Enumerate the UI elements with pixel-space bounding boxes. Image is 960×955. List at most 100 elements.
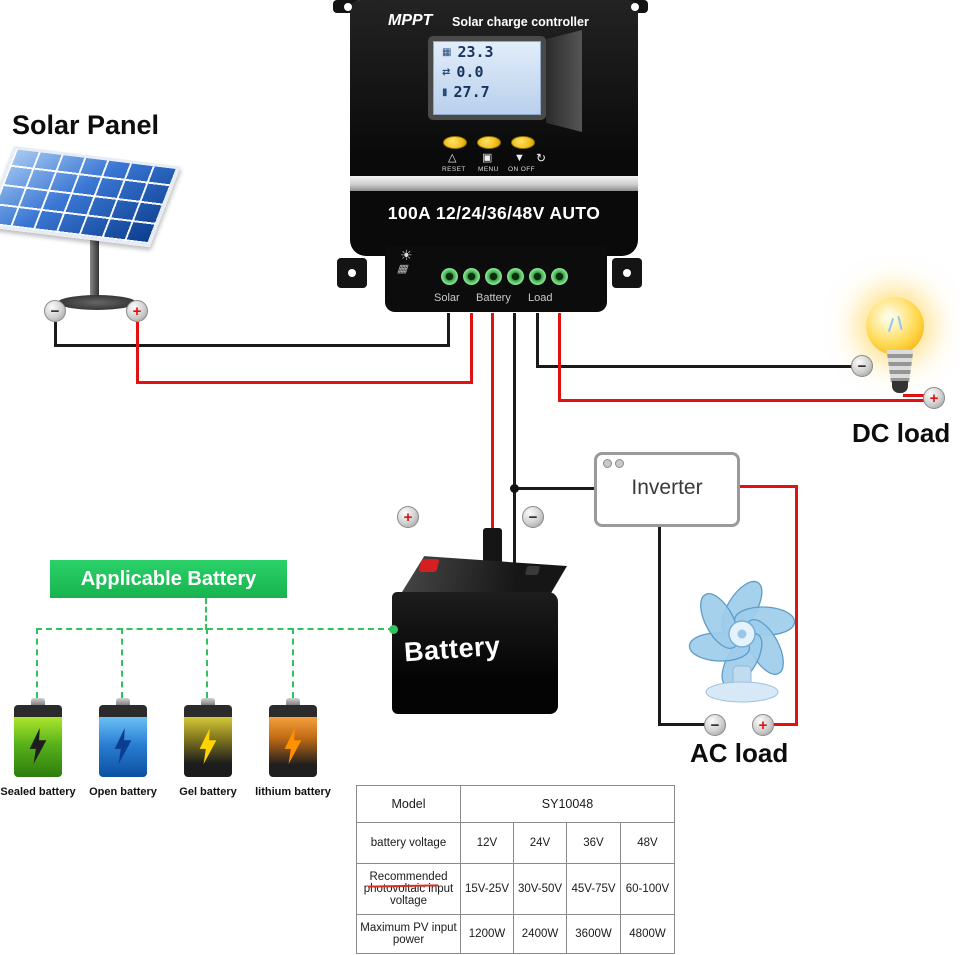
value-cell: 2400W [513,914,567,954]
wire-segment [447,313,450,347]
negative-terminal-node: − [704,714,726,736]
battery-icon: ▮ [442,86,448,98]
model-value-cell: SY10048 [460,785,675,823]
metal-stripe [350,176,638,191]
table-row: Maximum PV input power 1200W 2400W 3600W… [356,914,675,954]
terminal-screw [463,268,480,285]
bulb-screw-base [886,350,914,383]
battery-cap [269,705,317,717]
value-cell: 45V-75V [566,863,621,915]
reset-triangle-icon: △ [448,152,457,164]
return-arrow-icon: ↻ [536,151,547,165]
wire-segment [136,381,473,384]
dashed-connector [292,628,294,698]
wire-segment [513,313,516,575]
inverter-indicator [615,459,624,468]
value-cell: 60-100V [620,863,675,915]
controller-title: Solar charge controller [452,15,589,29]
wire-segment [136,322,139,384]
wire-segment [740,485,798,488]
battery-cap [184,705,232,717]
bulb-tip [892,381,908,393]
reset-key-label: RESET [442,166,466,173]
battery-terminal-nub [31,698,45,706]
ac-load-label: AC load [690,738,789,768]
value-cell: 12V [460,822,514,864]
wire-segment [558,313,561,402]
terminal-screw [529,268,546,285]
row-label-cell: Maximum PV input power [356,914,461,954]
wire-segment [558,399,930,402]
lcd-cover-flap [546,30,582,132]
dashed-connector [121,628,123,698]
table-row: Model SY10048 [356,785,675,823]
solar-panel-pole [90,224,99,302]
lcd-battery-value: 27.7 [453,83,490,101]
controller-key-menu [477,136,501,149]
lcd-row-pv: ▦ 23.3 [434,42,540,62]
row-label-cell: Recommended photovoltaic input voltage [356,863,461,915]
onoff-key-label: ON OFF [508,166,535,173]
battery-terminal-nub [116,698,130,706]
lcd-current-value: 0.0 [456,63,484,81]
menu-icon: ▣ [482,152,493,164]
battery-terminal-nub [286,698,300,706]
controller-key-reset [443,136,467,149]
terminal-label-solar: Solar [434,292,460,304]
open-battery-icon [97,698,149,778]
wire-segment [795,485,798,726]
battery-cap [99,705,147,717]
inverter-indicator [603,459,612,468]
battery-cap [14,705,62,717]
terminal-label-battery: Battery [476,292,511,304]
light-bulb [866,297,924,355]
applicable-battery-banner: Applicable Battery [50,560,287,598]
menu-key-label: MENU [478,166,499,173]
positive-terminal-node: + [752,714,774,736]
battery-terminal-nub [201,698,215,706]
pv-panel-icon: ▦ [442,46,452,58]
lcd-row-current: ⇄ 0.0 [434,62,540,82]
terminal-screw [485,268,502,285]
mounting-hole [631,3,639,11]
fan-icon [688,580,796,703]
inverter-label: Inverter [631,476,703,499]
battery-front-face [392,592,558,714]
lithium-battery-label: lithium battery [255,786,331,798]
wire-segment [658,723,706,726]
wire-segment [513,487,596,490]
wire-segment [470,313,473,384]
row-label-cell: battery voltage [356,822,461,864]
spec-table: Model SY10048 battery voltage 12V 24V 36… [356,785,675,954]
sealed-battery-label: Sealed battery [0,786,76,798]
wire-segment [54,344,450,347]
sun-icon: ☀ [400,247,413,263]
table-row: Recommended photovoltaic input voltage 1… [356,863,675,915]
wire-segment [491,313,494,563]
negative-terminal-node: − [851,355,873,377]
value-cell: 1200W [460,914,514,954]
controller-key-onoff [511,136,535,149]
wire-segment [536,365,859,368]
value-cell: 24V [513,822,567,864]
value-cell: 48V [620,822,675,864]
negative-terminal-node: − [44,300,66,322]
solar-panel-label: Solar Panel [12,110,160,140]
terminal-screw [441,268,458,285]
lcd-row-battery: ▮ 27.7 [434,82,540,102]
wire-segment [54,322,57,347]
positive-terminal-node: + [397,506,419,528]
sealed-battery-icon [12,698,64,778]
battery-negative-post [524,566,541,575]
controller-brand: MPPT [388,12,433,29]
dashed-connector [36,628,38,698]
wire-segment [536,313,539,368]
dashed-connector [206,628,208,698]
dc-load-label: DC load [852,418,951,448]
solar-panel-illustration [0,146,181,248]
controller-rating: 100A 12/24/36/48V AUTO [387,203,601,223]
table-row: battery voltage 12V 24V 36V 48V [356,822,675,864]
junction-dot [510,484,519,493]
gel-battery-icon [182,698,234,778]
mounting-hole [348,269,356,277]
